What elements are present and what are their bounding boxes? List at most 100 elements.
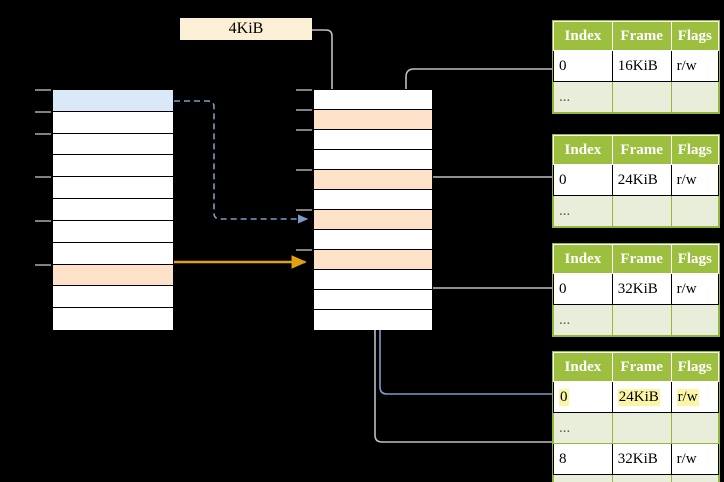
memory-cell [314, 130, 432, 150]
cell-frame: 16KiB [611, 50, 672, 82]
row-tick-mark [35, 132, 51, 135]
physical-memory-column [313, 89, 433, 330]
cell-frame: 24KiB [611, 164, 672, 196]
page-table-ellipsis-row[interactable]: ... [553, 304, 720, 336]
cell-index: 0 [553, 273, 613, 305]
cell-index: ... [553, 412, 613, 444]
memory-cell [53, 133, 173, 156]
row-tick-mark [296, 109, 312, 111]
memory-cell [53, 286, 173, 309]
cell-frame [611, 195, 672, 227]
page-table-ellipsis-row[interactable]: ... [553, 412, 720, 444]
row-tick-mark [296, 209, 312, 211]
row-tick-mark [35, 176, 51, 179]
memory-cell [314, 230, 432, 250]
memory-cell [53, 199, 173, 221]
cell-flags [670, 474, 720, 482]
cell-frame: 32KiB [611, 273, 672, 305]
cell-index: 0 [553, 50, 613, 82]
cell-flags: r/w [670, 443, 720, 475]
cell-index: 0 [553, 164, 613, 196]
cell-index: 8 [553, 443, 613, 475]
column-header-index: Index [553, 352, 613, 382]
cell-flags: r/w [670, 273, 720, 305]
memory-cell [314, 110, 432, 130]
column-header-flags: Flags [670, 352, 720, 382]
highlighted-value: 0 [559, 388, 569, 406]
memory-cell [314, 210, 432, 230]
cell-frame [611, 81, 672, 113]
cell-index: 0 [553, 381, 613, 413]
cell-flags [670, 195, 720, 227]
wire-virt-page-dashed [174, 100, 309, 224]
memory-cell [53, 111, 173, 134]
highlighted-value: r/w [676, 388, 699, 406]
memory-cell [53, 242, 173, 265]
row-tick-mark [296, 129, 312, 131]
frame-size-label-text: 4KiB [228, 20, 264, 37]
column-header-frame: Frame [611, 244, 672, 274]
memory-cell [314, 310, 432, 330]
memory-cell [53, 155, 173, 178]
page-table-row[interactable]: 0 24KiB r/w [553, 381, 720, 413]
column-header-index: Index [553, 244, 613, 274]
memory-cell [53, 90, 173, 112]
cell-flags: r/w [670, 50, 720, 82]
cell-flags [670, 412, 720, 444]
memory-cell [314, 90, 432, 110]
column-header-flags: Flags [670, 244, 720, 274]
frame-size-label: 4KiB [180, 18, 312, 40]
memory-cell [314, 190, 432, 210]
memory-cell [314, 170, 432, 190]
row-tick-mark [296, 89, 312, 91]
column-header-frame: Frame [611, 21, 672, 51]
page-table-ellipsis-row[interactable]: ... [553, 474, 720, 482]
memory-cell [314, 270, 432, 290]
page-table-ellipsis-row[interactable]: ... [553, 81, 720, 113]
row-tick-mark [35, 219, 51, 222]
cell-frame: 24KiB [611, 381, 672, 413]
cell-flags [670, 304, 720, 336]
column-header-index: Index [553, 21, 613, 51]
cell-frame [611, 474, 672, 482]
cell-frame [611, 304, 672, 336]
column-header-frame: Frame [611, 352, 672, 382]
memory-cell [314, 290, 432, 310]
row-tick-mark [35, 263, 51, 266]
page-table-ellipsis-row[interactable]: ... [553, 195, 720, 227]
memory-cell [53, 220, 173, 243]
memory-cell [53, 308, 173, 330]
cell-flags [670, 81, 720, 113]
wire-pt3-to-frame [416, 266, 556, 289]
cell-frame: 32KiB [611, 443, 672, 475]
cell-index: ... [553, 474, 613, 482]
cell-index: ... [553, 81, 613, 113]
column-header-flags: Flags [670, 21, 720, 51]
memory-cell [53, 177, 173, 200]
memory-cell [314, 250, 432, 270]
cell-index: ... [553, 304, 613, 336]
memory-cell [314, 150, 432, 170]
row-tick-mark [296, 249, 312, 251]
highlighted-value: 24KiB [617, 388, 660, 406]
cell-flags: r/w [670, 164, 720, 196]
virtual-address-space-column [52, 89, 174, 330]
row-tick-mark [35, 110, 51, 113]
memory-cell [53, 264, 173, 287]
row-tick-mark [35, 89, 51, 91]
cell-flags: r/w [670, 381, 720, 413]
column-header-frame: Frame [611, 135, 672, 165]
